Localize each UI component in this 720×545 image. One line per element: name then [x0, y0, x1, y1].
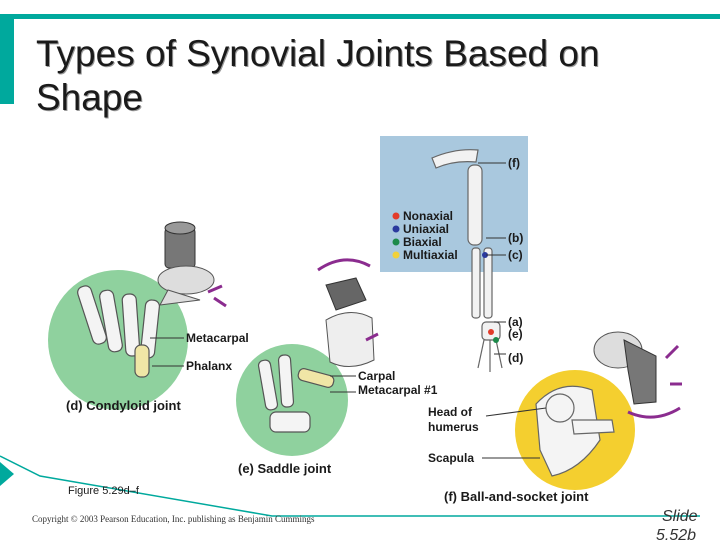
- leader-head-humerus: [485, 407, 547, 417]
- bottom-accent-tab: [0, 462, 14, 486]
- marker-uniaxial: [482, 252, 488, 258]
- saddle-model: [325, 277, 375, 367]
- label-phalanx: Phalanx: [186, 359, 232, 373]
- marker-e-label: (e): [508, 327, 523, 341]
- label-metacarpal1: Metacarpal #1: [358, 383, 438, 397]
- arrow-ball-3: [627, 406, 681, 419]
- arrow-condyloid-1: [207, 284, 223, 294]
- label-head-of: Head of: [428, 405, 473, 419]
- arrow-saddle-2: [365, 332, 379, 342]
- caption-condyloid: (d) Condyloid joint: [66, 398, 181, 413]
- slide-title: Types of Synovial Joints Based on Shape: [36, 33, 600, 118]
- marker-a-label: (a): [508, 315, 523, 329]
- label-scapula: Scapula: [428, 451, 474, 465]
- label-metacarpal: Metacarpal: [186, 331, 249, 345]
- marker-nonaxial: [488, 329, 494, 335]
- svg-text:Uniaxial: Uniaxial: [403, 222, 449, 236]
- arrow-condyloid-2: [213, 296, 227, 308]
- condyloid-model: [157, 221, 215, 306]
- ball-socket-model: [593, 331, 657, 405]
- bottom-accent-line: [0, 455, 700, 517]
- marker-d-label: (d): [508, 351, 523, 365]
- label-carpal: Carpal: [358, 369, 395, 383]
- caption-ball-socket: (f) Ball-and-socket joint: [444, 489, 589, 504]
- skeleton-arm: [431, 149, 503, 372]
- arrow-saddle-1: [317, 258, 371, 272]
- arrow-ball-1: [664, 344, 680, 360]
- copyright-notice: Copyright © 2003 Pearson Education, Inc.…: [32, 514, 315, 524]
- marker-biaxial: [493, 337, 499, 343]
- slide-label: Slide: [662, 508, 698, 525]
- svg-text:Biaxial: Biaxial: [403, 235, 442, 249]
- shoulder-bones: [535, 385, 615, 477]
- svg-text:Multiaxial: Multiaxial: [403, 248, 458, 262]
- caption-saddle: (e) Saddle joint: [238, 461, 332, 476]
- svg-text:Nonaxial: Nonaxial: [403, 209, 453, 223]
- accent-bar-top: [12, 14, 720, 19]
- marker-c-label: (c): [508, 248, 523, 262]
- figure-reference: Figure 5.29d–f: [68, 485, 139, 497]
- marker-b-label: (b): [508, 231, 523, 245]
- marker-f-label: (f): [508, 156, 520, 170]
- slide-number: 5.52b: [656, 527, 697, 544]
- hand-bones-saddle: [257, 354, 335, 433]
- axis-legend: Nonaxial Uniaxial Biaxial Multiaxial: [392, 209, 458, 262]
- label-humerus: humerus: [428, 420, 479, 434]
- accent-bar-left: [0, 14, 14, 104]
- hand-bones-condyloid: [77, 285, 160, 378]
